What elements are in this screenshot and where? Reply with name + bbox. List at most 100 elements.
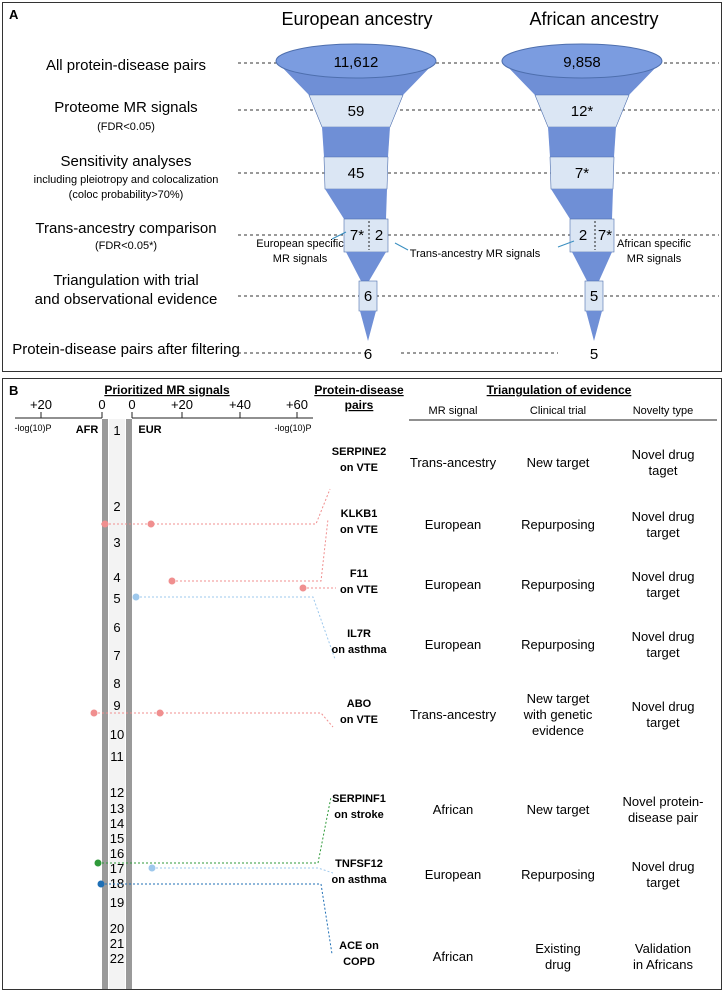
stage-2-title: Proteome MR signals bbox=[54, 99, 197, 116]
european-ancestry-header: European ancestry bbox=[281, 9, 432, 29]
protein-name: SERPINF1 bbox=[332, 793, 386, 805]
eur-value-4b: 2 bbox=[375, 227, 383, 244]
disease-name: on stroke bbox=[334, 809, 384, 821]
disease-name: COPD bbox=[343, 956, 375, 968]
afr-value-4a: 2 bbox=[579, 227, 587, 244]
protein-name: KLKB1 bbox=[341, 508, 378, 520]
afr-specific-label-2: MR signals bbox=[627, 253, 682, 265]
afr-value-5: 5 bbox=[590, 288, 598, 305]
afr-specific-label-1: African specific bbox=[617, 238, 691, 250]
chromosome-label-22: 22 bbox=[110, 951, 124, 966]
afr-band-7 bbox=[572, 252, 612, 281]
chromosome-label-15: 15 bbox=[110, 831, 124, 846]
eur-band-7 bbox=[346, 252, 386, 281]
eur-value-3: 45 bbox=[348, 165, 365, 182]
afr-value-1: 9,858 bbox=[563, 54, 601, 71]
stage-4-title: Trans-ancestry comparison bbox=[35, 220, 216, 237]
disease-name: on VTE bbox=[340, 584, 378, 596]
col-trial-header: Clinical trial bbox=[530, 405, 586, 417]
protein-name: ACE on bbox=[339, 940, 379, 952]
signal-dots bbox=[90, 520, 307, 888]
abo-connector bbox=[94, 712, 334, 728]
funnel-annotations: European specific MR signals Trans-ances… bbox=[256, 231, 691, 265]
funnel-diagram: A European ancestry African ancestry bbox=[9, 7, 719, 363]
afr-band-6 bbox=[569, 218, 615, 253]
chromosome-label-6: 6 bbox=[113, 620, 120, 635]
stage-2-sub: (FDR<0.05) bbox=[97, 121, 155, 133]
mr-signal-value: Trans-ancestry bbox=[410, 707, 497, 722]
chromosome-label-9: 9 bbox=[113, 698, 120, 713]
chromosome-label-1: 1 bbox=[113, 423, 120, 438]
mr-signal-value: Trans-ancestry bbox=[410, 455, 497, 470]
trans-leader-left bbox=[394, 242, 409, 251]
serpine2-connector bbox=[172, 518, 329, 582]
prioritized-header: Prioritized MR signals bbox=[104, 383, 230, 397]
afr-band-3 bbox=[548, 127, 616, 157]
chromosome-label-19: 19 bbox=[110, 895, 124, 910]
afr-value-3: 7* bbox=[575, 165, 589, 182]
ace-connector bbox=[101, 883, 333, 955]
novelty-type-value: Novel drug bbox=[632, 699, 695, 714]
novelty-type-value: target bbox=[646, 875, 680, 890]
european-funnel bbox=[275, 43, 437, 341]
chromosome-label-14: 14 bbox=[110, 816, 124, 831]
triangulation-header: Triangulation of evidence bbox=[487, 383, 632, 397]
eur-tick-40: +40 bbox=[229, 397, 251, 412]
eur-value-1: 11,612 bbox=[334, 54, 379, 71]
eur-value-4a: 7* bbox=[350, 227, 364, 244]
clinical-trial-value: New target bbox=[527, 802, 590, 817]
serpine2-dot bbox=[168, 577, 176, 585]
eur-band-3 bbox=[322, 127, 390, 157]
clinical-trial-value: with genetic bbox=[523, 707, 593, 722]
chromosome-label-21: 21 bbox=[110, 936, 124, 951]
pairs-header-1: Protein-disease bbox=[314, 383, 404, 397]
clinical-trial-value: drug bbox=[545, 957, 571, 972]
afr-tick-20: +20 bbox=[30, 397, 52, 412]
novelty-type-value: taget bbox=[649, 463, 678, 478]
disease-name: on asthma bbox=[331, 644, 387, 656]
panel-a: A European ancestry African ancestry bbox=[2, 2, 722, 372]
stage-5-sub: and observational evidence bbox=[35, 291, 218, 308]
chromosome-label-7: 7 bbox=[113, 648, 120, 663]
novelty-type-value: target bbox=[646, 715, 680, 730]
novelty-type-value: Novel drug bbox=[632, 629, 695, 644]
panel-b-label: B bbox=[9, 383, 18, 398]
stage-labels: All protein-disease pairs Proteome MR si… bbox=[12, 57, 240, 358]
chromosome-label-10: 10 bbox=[110, 727, 124, 742]
eur-tick-20: +20 bbox=[171, 397, 193, 412]
mr-signal-value: European bbox=[425, 867, 481, 882]
eur-value-6: 6 bbox=[364, 346, 372, 363]
chromosome-label-12: 12 bbox=[110, 785, 124, 800]
tnfsf12-eur-dot bbox=[148, 864, 156, 872]
mr-signal-value: European bbox=[425, 637, 481, 652]
pairs-header-2: pairs bbox=[345, 398, 374, 412]
eur-tick-0: 0 bbox=[128, 397, 135, 412]
novelty-type-value: Novel drug bbox=[632, 447, 695, 462]
afr-value-2: 12* bbox=[571, 103, 594, 120]
trans-ancestry-label: Trans-ancestry MR signals bbox=[410, 248, 541, 260]
chromosome-label-2: 2 bbox=[113, 499, 120, 514]
klkb1-eur-dot bbox=[147, 520, 155, 528]
protein-name: ABO bbox=[347, 698, 372, 710]
afr-funnel-top bbox=[501, 43, 663, 79]
afr-axis: +20 0 -log(10)P AFR bbox=[14, 397, 105, 436]
tnfsf12-connector bbox=[152, 867, 334, 874]
stage-3-sub: including pleiotropy and colocalization bbox=[34, 174, 219, 186]
african-ancestry-header: African ancestry bbox=[529, 9, 658, 29]
stage-4-sub: (FDR<0.05*) bbox=[95, 240, 157, 252]
clinical-trial-value: evidence bbox=[532, 723, 584, 738]
clinical-trial-value: Existing bbox=[535, 941, 581, 956]
chromosome-label-5: 5 bbox=[113, 591, 120, 606]
serpinf1-connector bbox=[98, 796, 332, 864]
mr-signal-value: African bbox=[433, 802, 473, 817]
stage-6-title: Protein-disease pairs after filtering bbox=[12, 341, 240, 358]
disease-name: on asthma bbox=[331, 874, 387, 886]
novelty-type-value: Validation bbox=[635, 941, 691, 956]
novelty-type-value: Novel drug bbox=[632, 569, 695, 584]
